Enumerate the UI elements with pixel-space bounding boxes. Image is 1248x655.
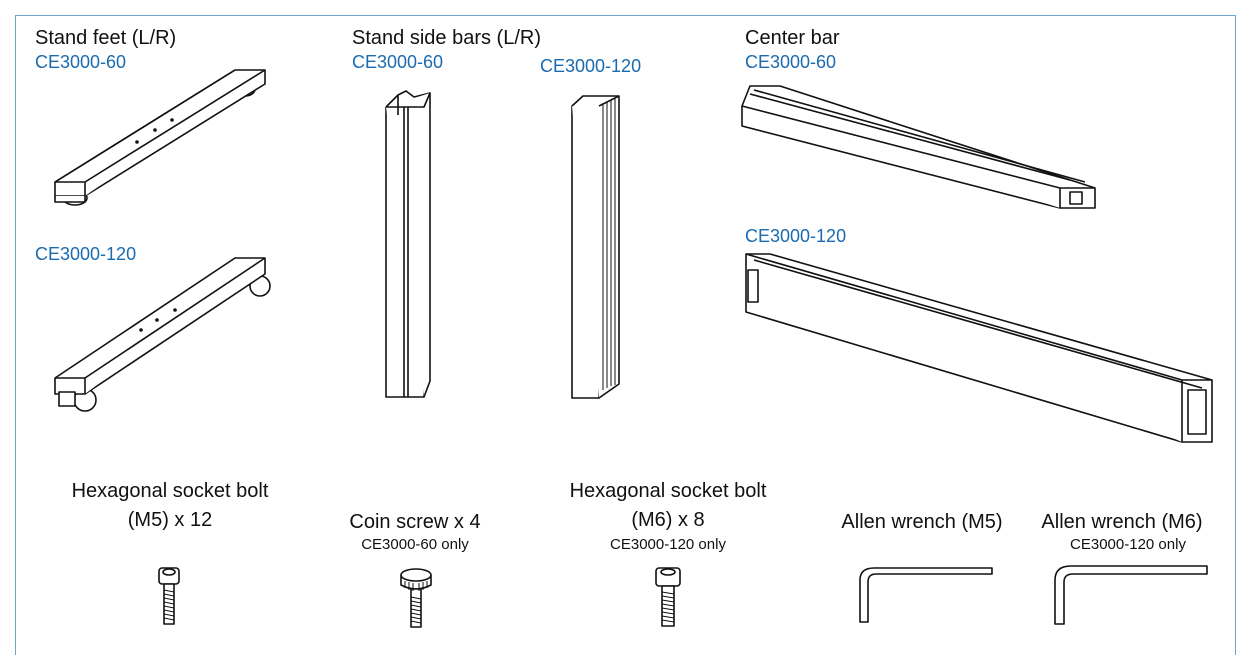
center-bar-icon xyxy=(740,84,1100,212)
allen-wrench-icon-m6 xyxy=(1053,562,1211,628)
feet-model-120: CE3000-120 xyxy=(35,244,137,264)
center-bar-model-120: CE3000-120 xyxy=(745,226,847,246)
bolt-m6-line2: (M6) x 8 xyxy=(631,509,705,531)
side-bars-title: Stand side bars (L/R) xyxy=(352,27,541,49)
parts-diagram: Stand feet (L/R) CE3000-60 CE3000-120 St… xyxy=(15,15,1236,655)
side-bars-model-60: CE3000-60 xyxy=(352,52,444,72)
wrench-m5-label: Allen wrench (M5) xyxy=(841,511,1003,533)
feet-title: Stand feet (L/R) xyxy=(35,27,177,49)
bolt-m5-line2: (M5) x 12 xyxy=(127,509,213,531)
side-bar-icon xyxy=(378,85,443,401)
stand-foot-icon xyxy=(45,62,280,212)
center-bar-model-60: CE3000-60 xyxy=(745,52,837,72)
wrench-m6-label: Allen wrench (M6) xyxy=(1041,511,1203,533)
coin-screw-line1: Coin screw x 4 xyxy=(349,511,481,533)
center-bar-icon-120 xyxy=(742,250,1222,446)
coin-screw-icon xyxy=(399,567,433,629)
bolt-m5-line1: Hexagonal socket bolt xyxy=(71,480,269,502)
bolt-m6-icon xyxy=(654,566,682,628)
feet-model-60: CE3000-60 xyxy=(35,52,127,72)
frame xyxy=(15,15,1236,655)
wrench-m6-note: CE3000-120 only xyxy=(1070,536,1186,553)
bolt-m6-note: CE3000-120 only xyxy=(610,536,726,553)
bolt-m6-line1: Hexagonal socket bolt xyxy=(569,480,767,502)
side-bars-model-120: CE3000-120 xyxy=(540,56,642,76)
allen-wrench-icon xyxy=(858,564,998,626)
coin-screw-note: CE3000-60 only xyxy=(361,536,469,553)
center-bar-title: Center bar xyxy=(745,27,840,49)
bolt-icon xyxy=(156,566,182,626)
side-bar-icon-120 xyxy=(567,92,627,402)
stand-foot-icon-120 xyxy=(45,250,280,415)
